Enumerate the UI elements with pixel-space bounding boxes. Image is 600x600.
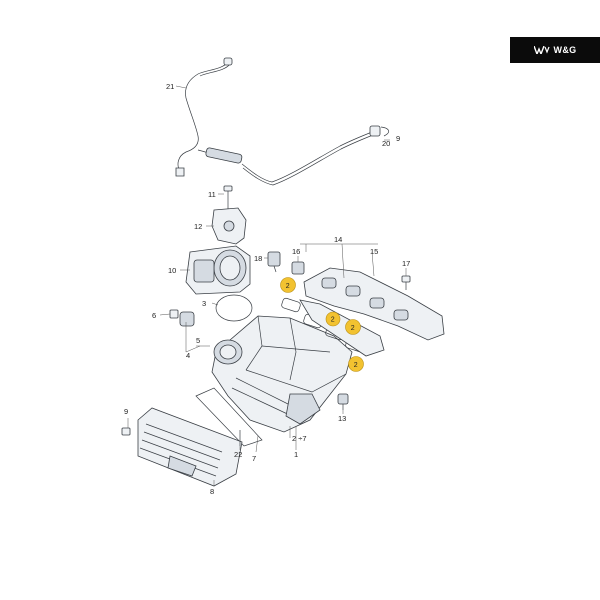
callout-11: 11	[208, 190, 216, 199]
callout-19: 9	[396, 134, 400, 143]
screw-part-6	[169, 309, 195, 327]
callout-16: 16	[292, 247, 300, 256]
callout-21: 21	[166, 82, 174, 91]
callout-6: 6	[152, 311, 156, 320]
bolt-part-11	[223, 185, 233, 212]
svg-text:2: 2	[286, 283, 290, 290]
vacuum-hose-assembly	[175, 57, 390, 186]
callout-22: 22	[234, 450, 242, 459]
callout-10: 10	[168, 266, 176, 275]
bolt-part-17	[401, 275, 411, 290]
bracket-part-12	[211, 207, 247, 245]
svg-text:2: 2	[331, 317, 335, 324]
callout-9a: 9	[124, 407, 128, 416]
o-ring-part-3	[215, 294, 253, 322]
callout-14: 14	[334, 235, 342, 244]
leader-lines	[127, 85, 407, 486]
callout-labels: 21 9 20 11 12 10 18 16 14 15 17 3 6 5 4 …	[124, 82, 410, 496]
callout-12: 12	[194, 222, 202, 231]
sensor-part-16	[291, 261, 305, 275]
brand-label: W&G	[553, 45, 577, 55]
throttle-body-part-10	[185, 245, 251, 295]
brand-mark-icon	[533, 46, 550, 54]
svg-text:2: 2	[354, 362, 358, 369]
callout-13: 13	[338, 414, 346, 423]
callout-1: 1	[294, 450, 298, 459]
callout-2-7: 2 ÷7	[292, 434, 307, 443]
intake-flap-rail-part-14	[299, 267, 445, 357]
badge-2-a: 2	[280, 277, 296, 293]
callout-3: 3	[202, 299, 206, 308]
callout-4: 4	[186, 351, 190, 360]
callout-17: 17	[402, 259, 410, 268]
svg-text:2: 2	[351, 325, 355, 332]
badge-2-c: 2	[345, 319, 361, 335]
badge-2-d: 2	[348, 356, 364, 372]
callout-18: 18	[254, 254, 262, 263]
callout-5: 5	[196, 336, 200, 345]
badge-2-b: 2	[325, 311, 341, 327]
callout-20: 20	[382, 139, 390, 148]
callout-9b: 9	[396, 134, 400, 143]
intake-manifold-part-1	[211, 315, 353, 433]
position-badges: 2 2 2 2	[280, 277, 364, 372]
brand-logo: W&G	[510, 37, 600, 63]
callout-15: 15	[370, 247, 378, 256]
callout-8: 8	[210, 487, 214, 496]
bolt-part-13	[337, 393, 349, 410]
sensor-part-18	[267, 251, 281, 273]
seal-part-7	[195, 387, 263, 447]
callout-7: 7	[252, 454, 256, 463]
charge-air-cooler-part-8	[121, 407, 243, 487]
